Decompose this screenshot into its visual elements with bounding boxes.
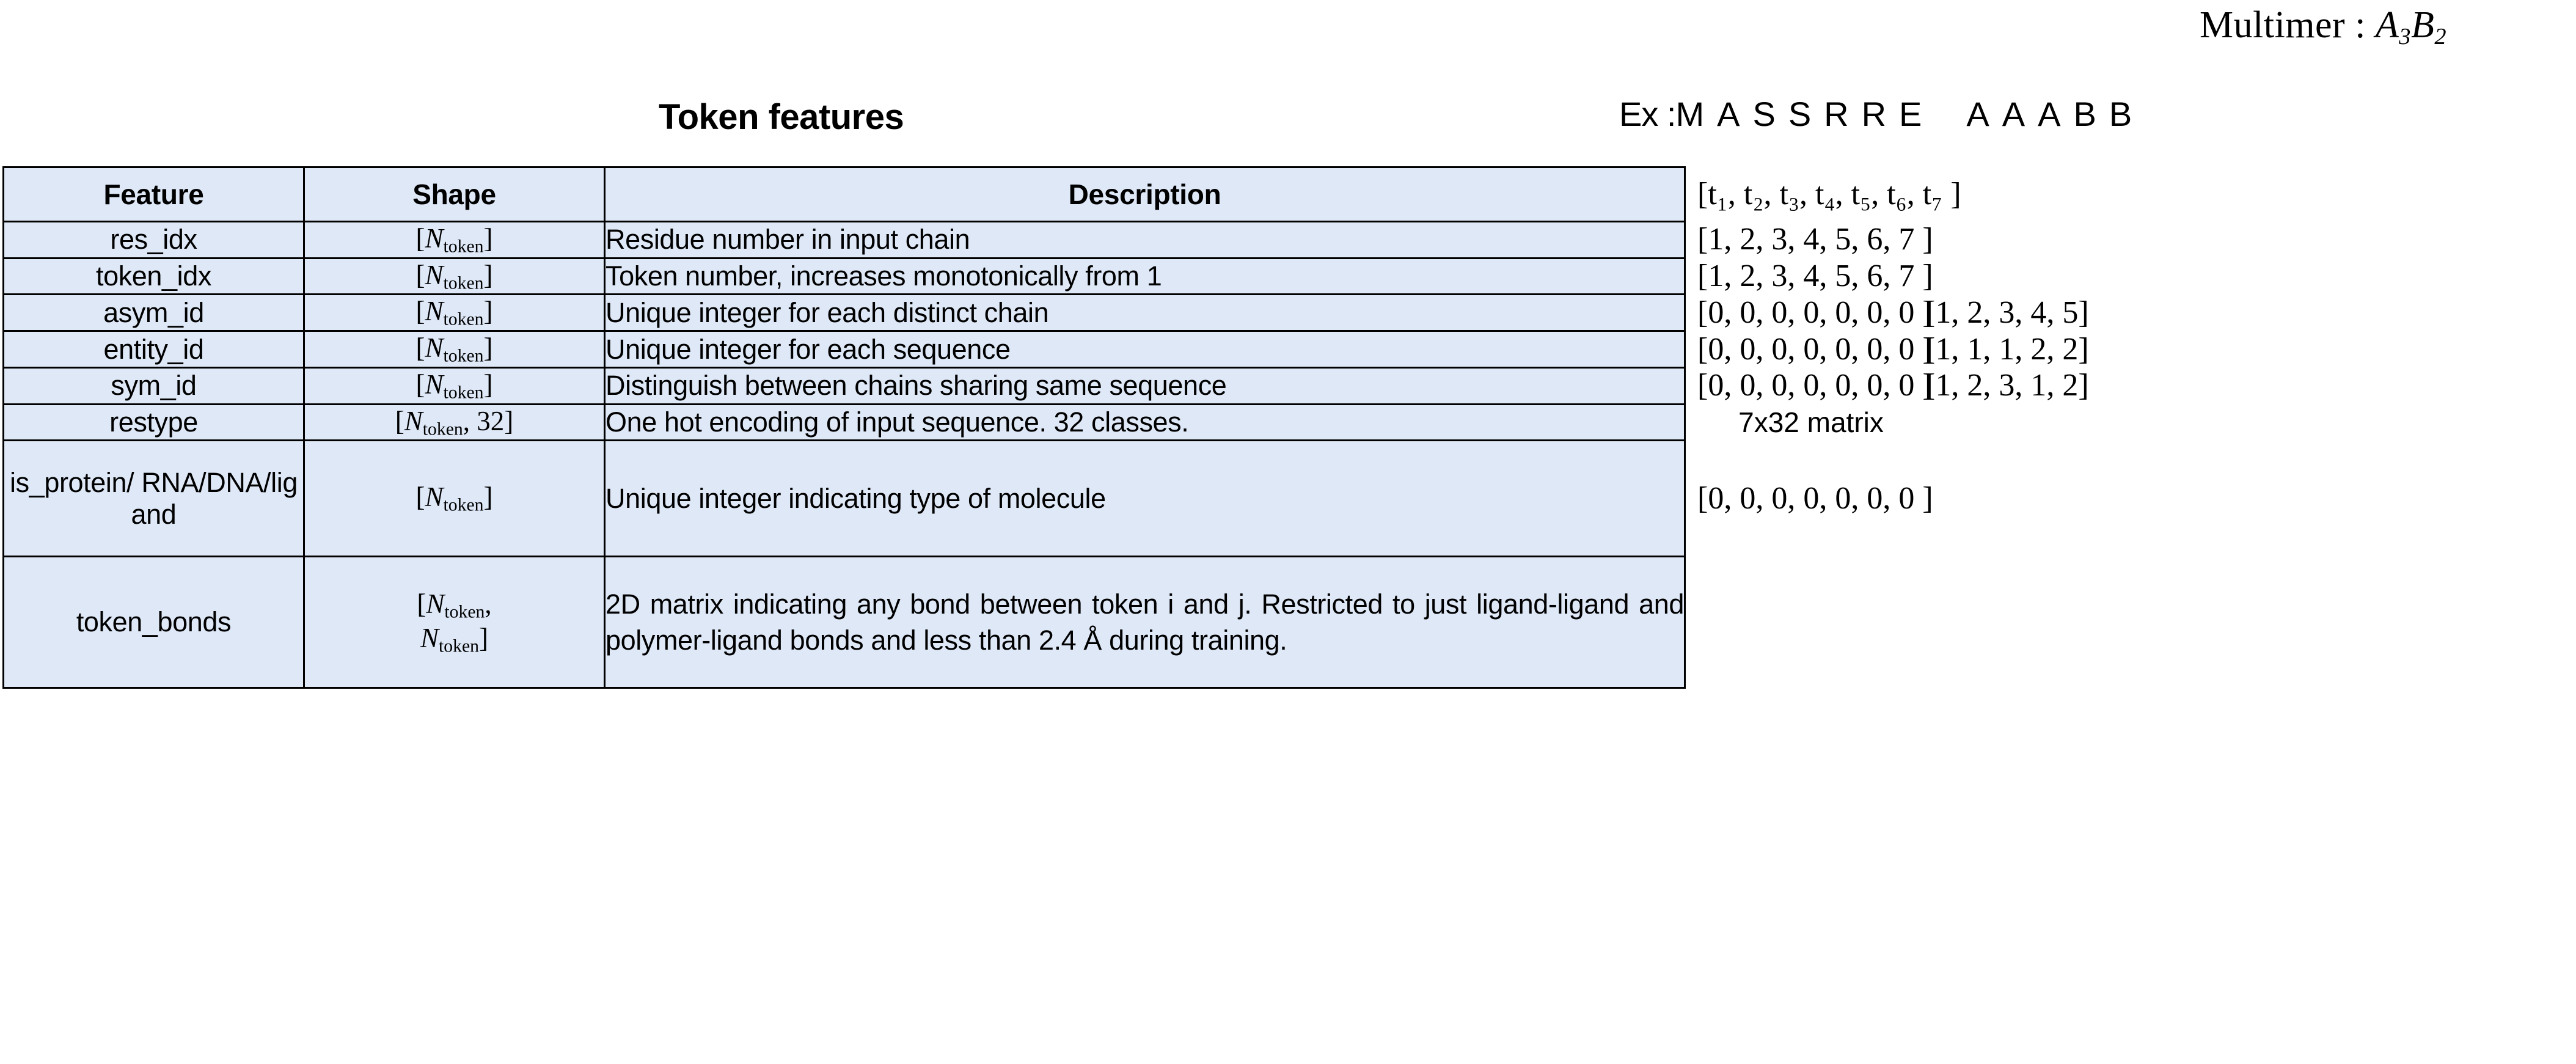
shape-symbol: N [425, 223, 444, 254]
feature-name-is-protein: is_protein/ RNA/DNA/lig and [2, 439, 305, 558]
table-row: res_idx [Ntoken] Residue number in input… [2, 221, 1686, 259]
shape-symbol: N [425, 369, 444, 400]
feature-description-res-idx: Residue number in input chain [604, 221, 1686, 259]
example-value-restype: 7x32 matrix [1697, 395, 1925, 450]
example-value-main: [0, 0, 0, 0, 0, 0, 0 ] [1697, 368, 1933, 403]
example-value-main: [0, 0, 0, 0, 0, 0, 0 ] [1697, 480, 1933, 516]
example-value-main: [1, 2, 3, 4, 5, 6, 7 ] [1697, 222, 1933, 257]
feature-description-token-bonds: 2D matrix indicating any bond between to… [604, 556, 1686, 689]
example-sequence-label: Ex :MASSRRE AAABB [1619, 94, 2145, 134]
example-value-is-protein: [0, 0, 0, 0, 0, 0, 0 ] [1697, 471, 1933, 526]
multimer-count-a: 3 [2399, 23, 2412, 50]
feature-shape-sym-id: [Ntoken] [303, 366, 606, 405]
feature-description-token-idx: Token number, increases monotonically fr… [604, 257, 1686, 296]
example-sequence-chain-a: MASSRRE [1675, 95, 1935, 133]
shape-subscript-2: token [439, 637, 479, 657]
column-header-shape: Shape [303, 166, 606, 222]
multimer-chain-b: B [2411, 4, 2435, 46]
column-header-feature: Feature [2, 166, 305, 222]
example-value-sym-id: [0, 0, 0, 0, 0, 0, 0 ][1, 2, 3, 1, 2] [1697, 358, 2089, 413]
table-row: token_idx [Ntoken] Token number, increas… [2, 257, 1686, 296]
shape-subscript: token [443, 237, 484, 257]
table-row: restype [Ntoken, 32] One hot encoding of… [2, 403, 1686, 442]
shape-extra-dim: , 32 [463, 405, 505, 436]
example-value-main: [0, 0, 0, 0, 0, 0, 0 ] [1697, 331, 1933, 367]
shape-symbol: N [426, 588, 445, 619]
column-header-description: Description [604, 166, 1686, 222]
multimer-prefix: Multimer : [2200, 4, 2376, 46]
example-value-main: [1, 2, 3, 4, 5, 6, 7 ] [1697, 259, 1933, 294]
feature-name-token-bonds: token_bonds [2, 556, 305, 689]
shape-symbol: N [425, 296, 444, 327]
feature-shape-token-bonds: [Ntoken,Ntoken] [303, 556, 606, 689]
multimer-count-b: 2 [2434, 23, 2447, 50]
table-row: entity_id [Ntoken] Unique integer for ea… [2, 330, 1686, 369]
feature-name-res-idx: res_idx [2, 221, 305, 259]
feature-shape-token-idx: [Ntoken] [303, 257, 606, 296]
page-title: Token features [659, 97, 904, 137]
shape-subscript: token [422, 419, 463, 439]
example-value-header: [t₁, t₂, t₃, t₄, t₅, t₆, t₇ ] [1697, 167, 1961, 222]
feature-shape-restype: [Ntoken, 32] [303, 403, 606, 442]
feature-description-restype: One hot encoding of input sequence. 32 c… [604, 403, 1686, 442]
multimer-label: Multimer : A3B2 [2200, 4, 2446, 50]
shape-symbol: N [404, 405, 423, 436]
shape-symbol: N [425, 332, 444, 364]
example-value-extra: [1, 2, 3, 1, 2] [1925, 368, 2089, 403]
feature-description-is-protein: Unique integer indicating type of molecu… [604, 439, 1686, 558]
table-header-row: Feature Shape Description [2, 166, 1686, 222]
example-value-main: [t₁, t₂, t₃, t₄, t₅, t₆, t₇ ] [1697, 177, 1961, 211]
shape-subscript: token [443, 310, 484, 330]
table-row: token_bonds [Ntoken,Ntoken] 2D matrix in… [2, 556, 1686, 689]
token-features-table: Feature Shape Description res_idx [Ntoke… [2, 166, 1686, 689]
shape-symbol: N [425, 259, 444, 290]
shape-subscript: token [443, 383, 484, 403]
feature-name-asym-id: asym_id [2, 293, 305, 332]
feature-name-restype: restype [2, 403, 305, 442]
multimer-chain-a: A [2375, 4, 2399, 46]
feature-name-token-idx: token_idx [2, 257, 305, 296]
table-row: is_protein/ RNA/DNA/lig and [Ntoken] Uni… [2, 439, 1686, 558]
feature-name-entity-id: entity_id [2, 330, 305, 369]
example-value-main: [0, 0, 0, 0, 0, 0, 0 ] [1697, 295, 1933, 330]
example-prefix: Ex : [1619, 95, 1676, 133]
shape-subscript: token [444, 602, 485, 622]
feature-shape-entity-id: [Ntoken] [303, 330, 606, 369]
example-value-main: 7x32 matrix [1738, 406, 1884, 438]
table-row: sym_id [Ntoken] Distinguish between chai… [2, 366, 1686, 405]
table-row: asym_id [Ntoken] Unique integer for each… [2, 293, 1686, 332]
example-value-entity-id: [0, 0, 0, 0, 0, 0, 0 ][1, 1, 1, 2, 2] [1697, 322, 2089, 377]
shape-symbol-2: N [420, 623, 439, 654]
feature-shape-is-protein: [Ntoken] [303, 439, 606, 558]
feature-shape-res-idx: [Ntoken] [303, 221, 606, 259]
feature-description-sym-id: Distinguish between chains sharing same … [604, 366, 1686, 405]
feature-shape-asym-id: [Ntoken] [303, 293, 606, 332]
shape-subscript: token [443, 496, 484, 516]
example-value-asym-id: [0, 0, 0, 0, 0, 0, 0 ][1, 2, 3, 4, 5] [1697, 285, 2089, 340]
shape-symbol: N [425, 482, 444, 513]
example-value-res-idx: [1, 2, 3, 4, 5, 6, 7 ] [1697, 212, 1933, 267]
feature-description-asym-id: Unique integer for each distinct chain [604, 293, 1686, 332]
feature-name-sym-id: sym_id [2, 366, 305, 405]
example-value-token-idx: [1, 2, 3, 4, 5, 6, 7 ] [1697, 249, 1933, 304]
shape-subscript: token [443, 346, 484, 366]
feature-description-entity-id: Unique integer for each sequence [604, 330, 1686, 369]
example-value-extra: [1, 2, 3, 4, 5] [1925, 295, 2089, 330]
example-value-extra: [1, 1, 1, 2, 2] [1925, 331, 2089, 367]
shape-subscript: token [443, 273, 484, 293]
example-sequence-chain-b: AAABB [1966, 95, 2145, 133]
